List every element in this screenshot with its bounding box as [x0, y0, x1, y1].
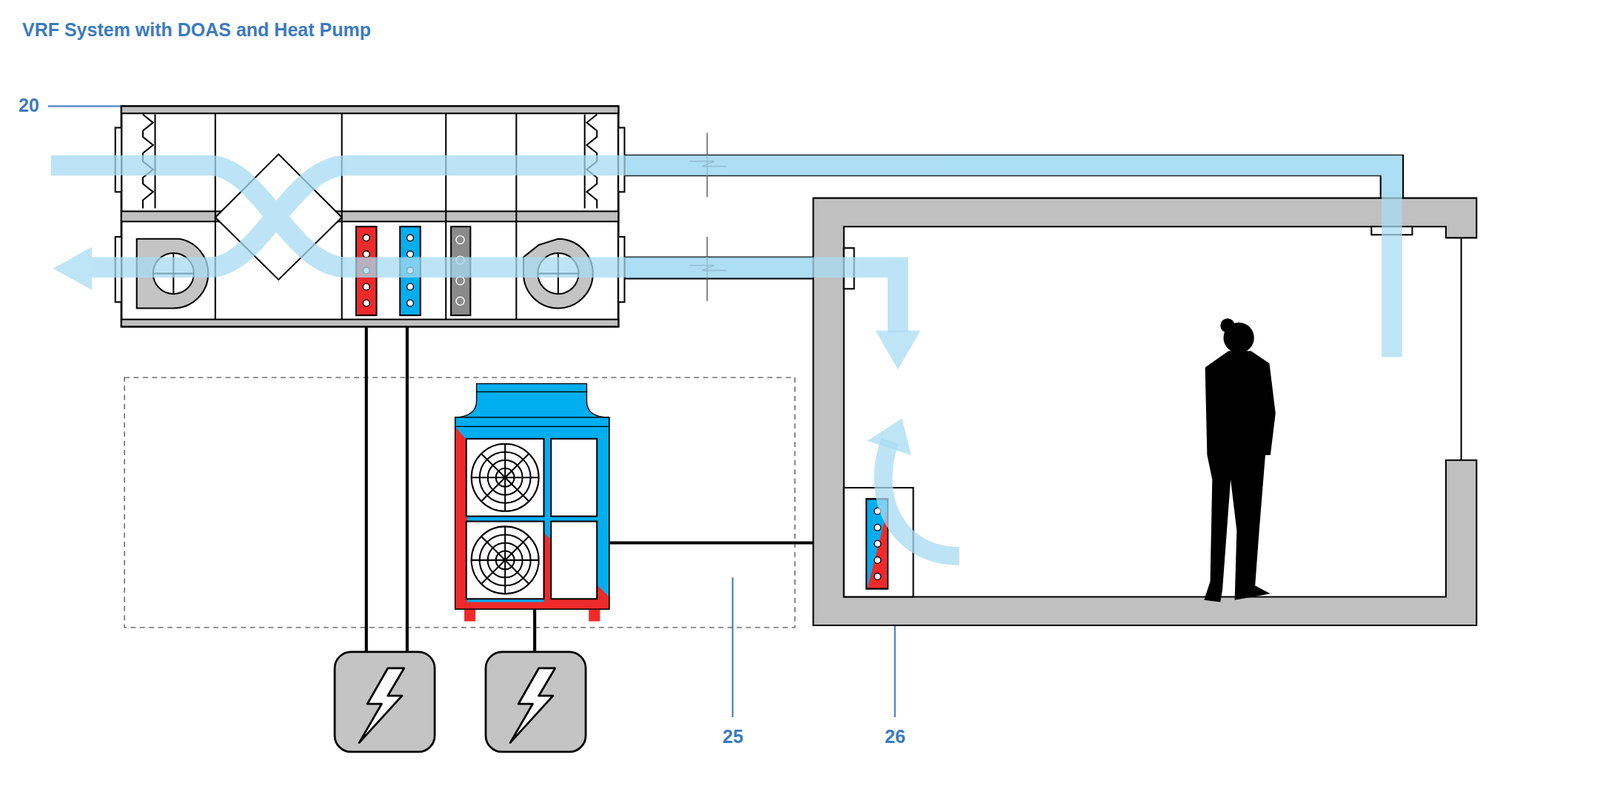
- leader-lines: [48, 106, 896, 719]
- outdoor-heat-pump: [455, 383, 610, 622]
- doas-unit: [115, 106, 625, 328]
- outdoor-zone: [124, 377, 795, 628]
- person-silhouette: [1203, 318, 1275, 602]
- diagram-title: VRF System with DOAS and Heat Pump: [22, 19, 371, 41]
- callout-number: 26: [884, 727, 906, 748]
- airflow: [51, 165, 1392, 557]
- power-supplies: [334, 652, 586, 753]
- callout-number: 25: [722, 727, 744, 748]
- room: [812, 198, 1477, 626]
- callout-number: 20: [18, 95, 40, 117]
- wires: [366, 326, 867, 654]
